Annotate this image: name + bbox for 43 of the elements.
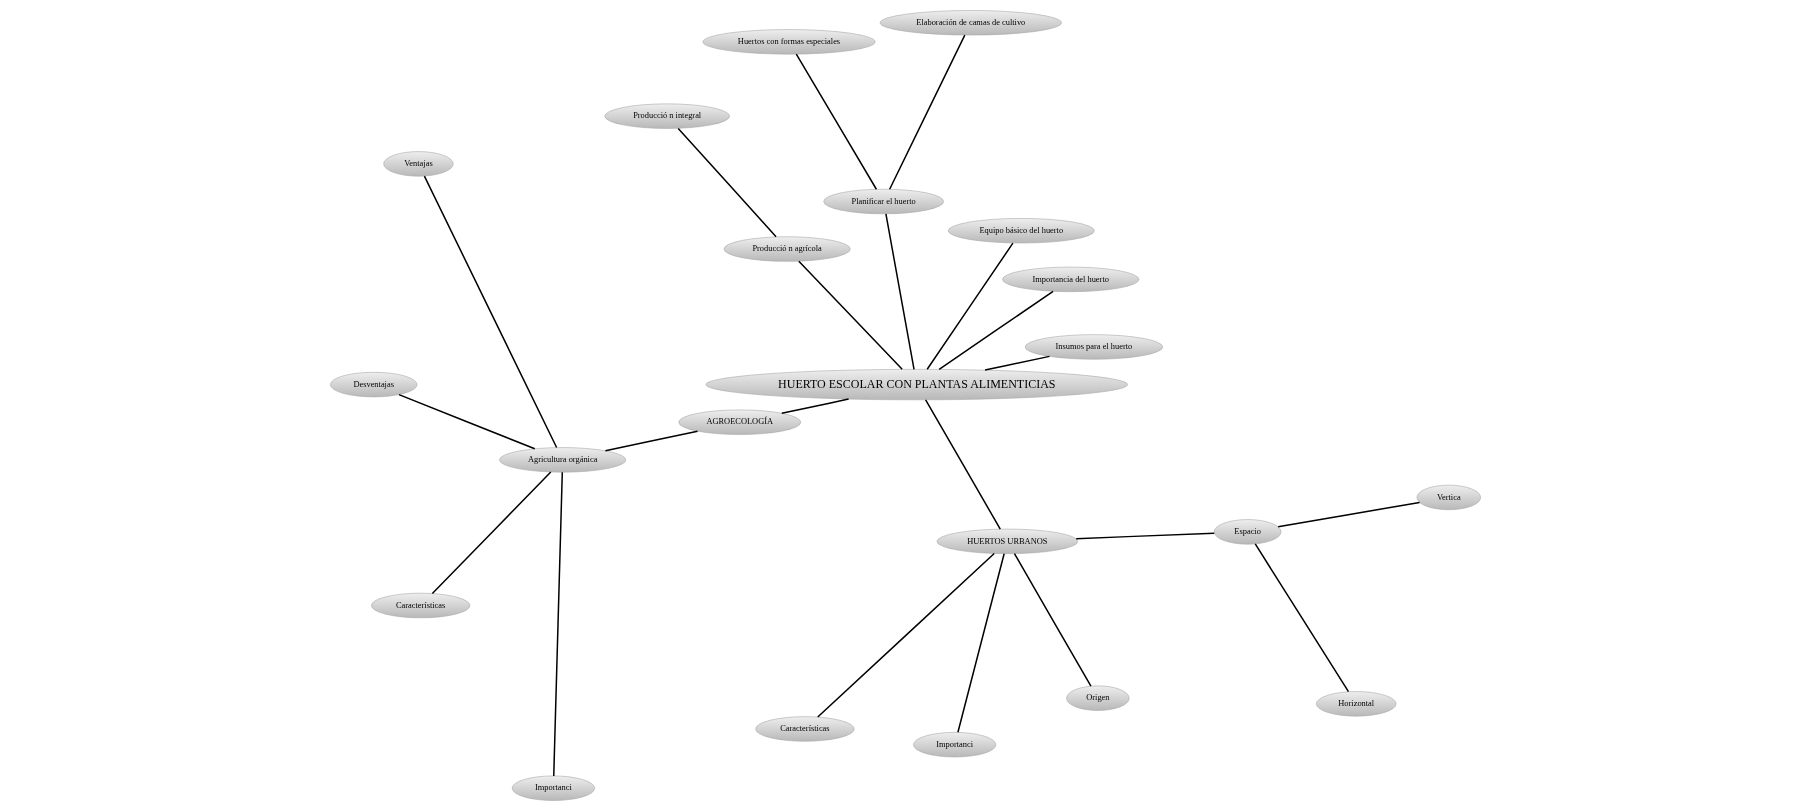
connector (795, 53, 877, 190)
connector (552, 471, 563, 777)
node-ellipse: Planificar el huerto (822, 188, 944, 215)
connector (884, 213, 915, 371)
node-ellipse: Importanci (912, 732, 996, 758)
node-ellipse: AGROECOLOGÍA (677, 409, 801, 435)
connector (1276, 501, 1420, 528)
node-ellipse: Insumos para el huerto (1024, 334, 1163, 360)
node-ellipse: Huertos con formas especiales (702, 29, 875, 55)
connector (956, 553, 1005, 733)
connector (1074, 532, 1215, 540)
connector (780, 398, 849, 415)
node-ellipse: Espacio (1213, 519, 1281, 545)
connector (983, 355, 1050, 371)
node-ellipse: HUERTOS URBANOS (936, 528, 1078, 554)
connector (797, 260, 903, 371)
node-ellipse: Horizontal (1315, 691, 1396, 717)
node-ellipse: Vertica (1416, 484, 1481, 511)
connector (816, 552, 995, 718)
connector (1254, 543, 1349, 693)
node-ellipse: Producció n integral (604, 103, 730, 129)
connector (676, 127, 777, 238)
connector (431, 471, 552, 595)
node-ellipse: Elaboración de camas de cultivo (879, 10, 1062, 36)
node-ellipse: Ventajas (382, 151, 454, 177)
connector (925, 242, 1014, 371)
node-ellipse: Importancia del huerto (1001, 266, 1139, 292)
connector (924, 399, 1001, 530)
node-ellipse: HUERTO ESCOLAR CON PLANTAS ALIMENTICIAS (705, 369, 1128, 401)
node-ellipse: Equipo básico del huerto (947, 218, 1095, 244)
node-ellipse: Importanci (511, 775, 595, 801)
connector (604, 430, 698, 452)
connector (1013, 552, 1092, 687)
connector (937, 290, 1054, 371)
node-ellipse: Agricultura orgánica (498, 447, 626, 473)
node-ellipse: Origen (1065, 685, 1129, 711)
node-ellipse: Características (370, 592, 470, 619)
connector (888, 34, 966, 190)
node-ellipse: Producció n agrícola (723, 236, 851, 262)
node-ellipse: Desventajas (329, 371, 417, 398)
connector (397, 393, 535, 450)
node-ellipse: Características (754, 716, 854, 742)
connector (423, 175, 557, 449)
